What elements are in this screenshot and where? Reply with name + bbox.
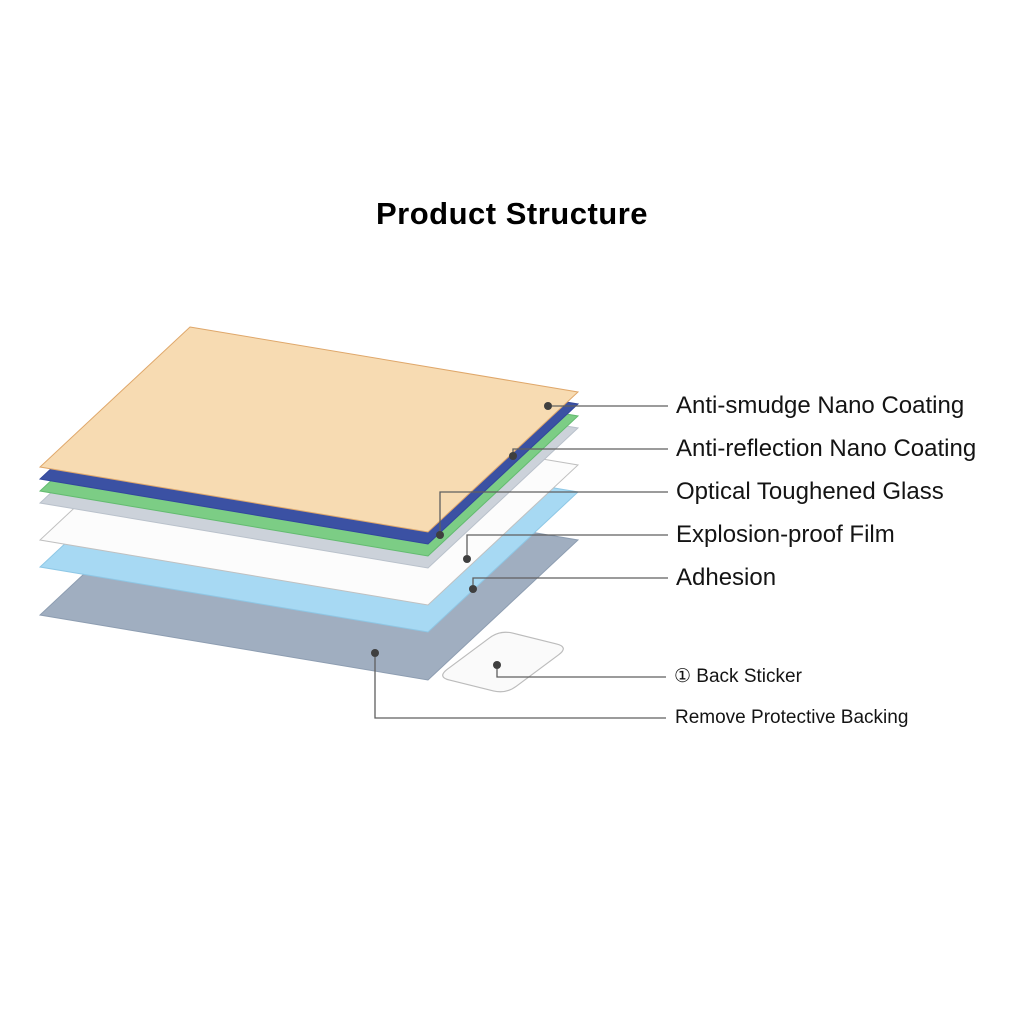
callout-line-protective-backing (374, 657, 666, 719)
callout-line-explosion-proof-film (466, 534, 668, 555)
callout-label-explosion-proof-film: Explosion-proof Film (676, 521, 895, 548)
callout-dot-anti-reflection (509, 452, 517, 460)
callout-dot-protective-backing (371, 649, 379, 657)
diagram-title: Product Structure (375, 196, 649, 231)
back-sticker-shape (442, 631, 564, 693)
callout-line-adhesion (472, 577, 668, 585)
callout-dot-explosion-proof-film (463, 555, 471, 563)
callout-dot-adhesion (469, 585, 477, 593)
callout-line-back-sticker (496, 669, 666, 678)
callout-dot-toughened-glass (436, 531, 444, 539)
layer-anti-smudge-nano-coating (38, 326, 580, 533)
callout-label-adhesion: Adhesion (676, 564, 777, 591)
callout-label-back-sticker: ① Back Sticker (674, 666, 802, 687)
callout-label-toughened-glass: Optical Toughened Glass (676, 478, 944, 505)
callout-label-anti-reflection: Anti-reflection Nano Coating (676, 435, 977, 462)
callout-dot-back-sticker (493, 661, 501, 669)
callout-label-anti-smudge: Anti-smudge Nano Coating (676, 392, 965, 419)
callout-dot-anti-smudge (544, 402, 552, 410)
callout-line-toughened-glass (439, 491, 668, 531)
callout-label-protective-backing: Remove Protective Backing (675, 707, 909, 728)
callout-line-anti-reflection (512, 448, 668, 453)
